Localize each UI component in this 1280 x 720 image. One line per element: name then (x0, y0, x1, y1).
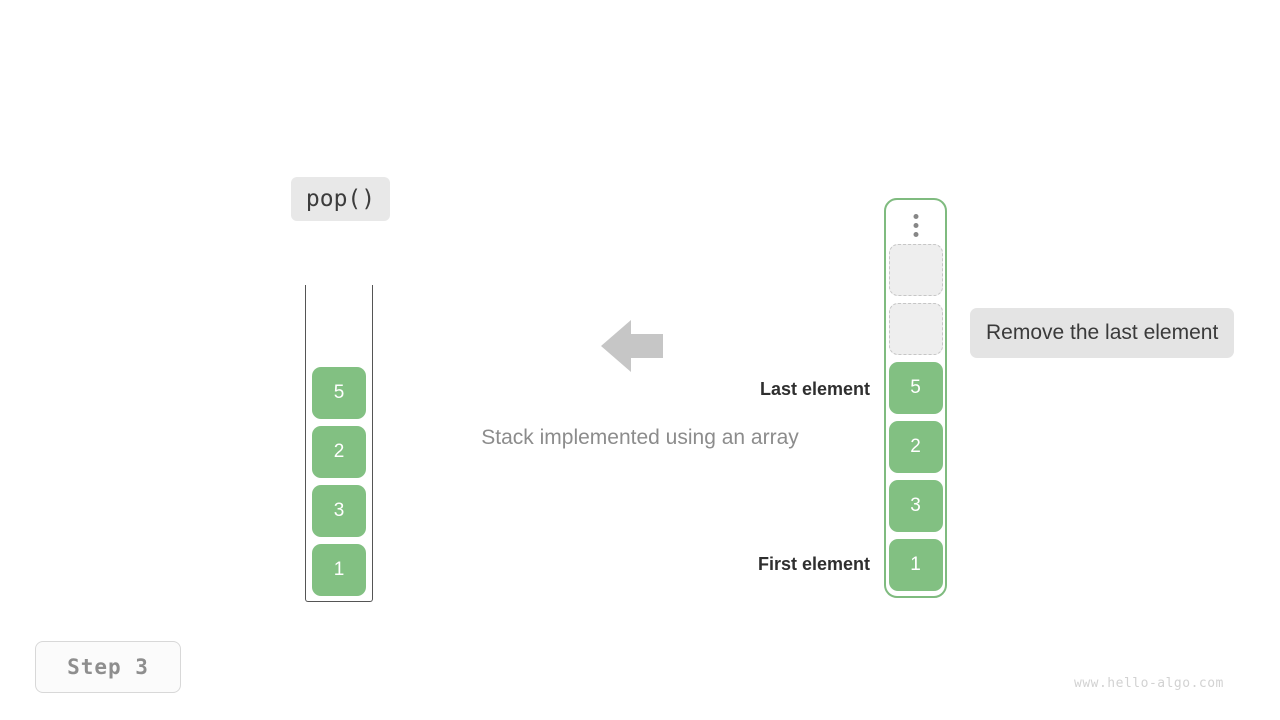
vertical-ellipsis-icon (913, 214, 918, 237)
array-cell: 2 (888, 421, 943, 473)
operation-label-text: pop() (305, 186, 376, 212)
array-empty-slot (888, 244, 943, 296)
ellipsis-dot (913, 232, 918, 237)
diagram-caption: Stack implemented using an array (481, 426, 799, 449)
watermark: www.hello-algo.com (1074, 676, 1224, 691)
array-detail-container: 5 2 3 1 (884, 198, 947, 598)
stack-cell: 1 (312, 544, 366, 596)
last-element-label: Last element (759, 379, 870, 399)
annotation-chip: Remove the last element (970, 308, 1235, 358)
first-element-label: First element (757, 554, 870, 574)
stack-cell-list: 5 2 3 1 (312, 367, 366, 596)
left-arrow-icon (601, 319, 663, 373)
ellipsis-dot (913, 223, 918, 228)
array-cell: 1 (888, 539, 943, 591)
array-cell: 5 (888, 362, 943, 414)
stack-cell: 3 (312, 485, 366, 537)
annotation-text: Remove the last element (986, 321, 1219, 344)
operation-label: pop() (291, 177, 390, 221)
array-cell-list: 5 2 3 1 (888, 244, 943, 591)
step-badge: Step 3 (35, 641, 181, 693)
step-badge-text: Step 3 (67, 655, 149, 679)
stack-cell: 2 (312, 426, 366, 478)
stack-array-container: 5 2 3 1 (305, 285, 373, 602)
ellipsis-dot (913, 214, 918, 219)
stack-cell: 5 (312, 367, 366, 419)
array-empty-slot (888, 303, 943, 355)
array-cell: 3 (888, 480, 943, 532)
